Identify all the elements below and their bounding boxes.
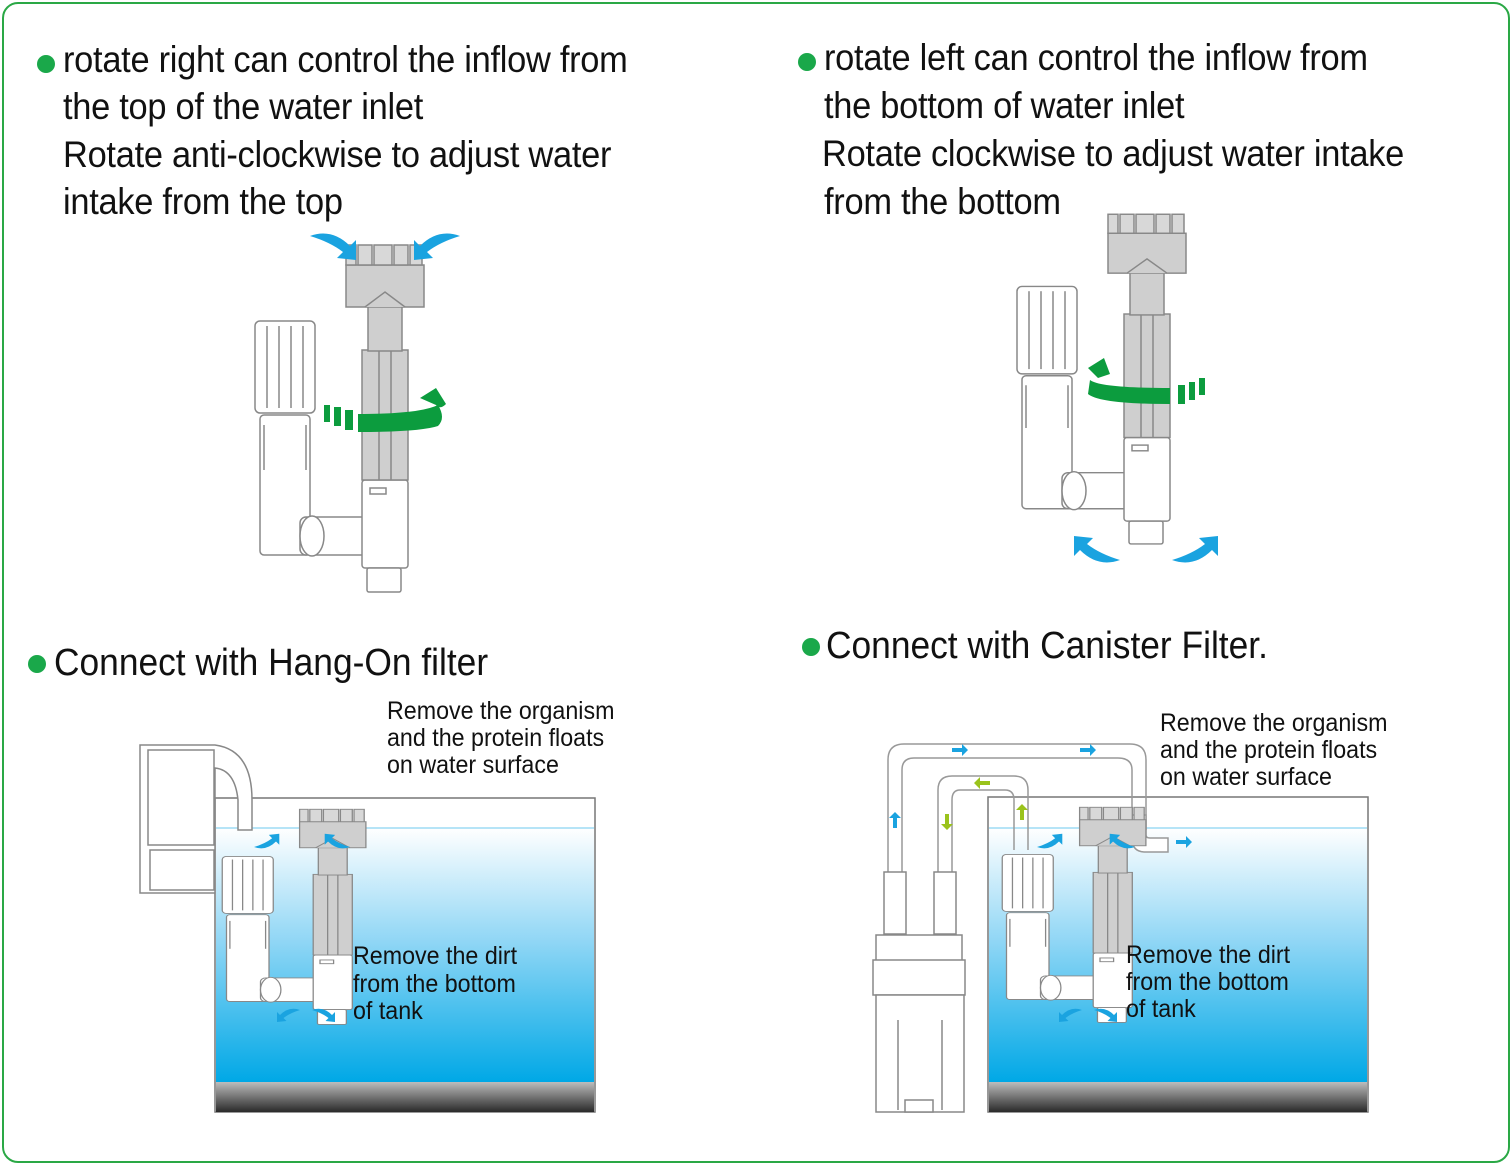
- bullet-icon: [37, 55, 55, 73]
- top-left-line-2: the top of the water inlet: [63, 86, 424, 127]
- hoses: [887, 743, 1147, 875]
- top-right-line-3: Rotate clockwise to adjust water intake: [822, 133, 1405, 174]
- top-left-line-1: rotate right can control the inflow from: [63, 39, 628, 80]
- skimmer-bottom-intake-illustration: [1016, 213, 1218, 563]
- surface-label-line-2: and the protein floats: [1160, 736, 1378, 764]
- bullet-icon: [802, 638, 820, 656]
- canister-heading: Connect with Canister Filter.: [826, 625, 1268, 667]
- rotate-anticlockwise-arrow-icon: [324, 388, 446, 432]
- top-left-line-3: Rotate anti-clockwise to adjust water: [63, 134, 612, 175]
- inflow-arrow-icon: [1172, 536, 1218, 563]
- hang-on-filter-setup: [139, 744, 596, 1113]
- top-right-line-2: the bottom of water inlet: [824, 85, 1185, 126]
- bottom-label-line-1: Remove the dirt: [353, 942, 518, 970]
- surface-label-line-1: Remove the organism: [387, 697, 615, 725]
- canister-filter-setup: [872, 743, 1369, 1113]
- surface-label-line-3: on water surface: [387, 751, 559, 779]
- bottom-label-line-2: from the bottom: [1126, 968, 1289, 996]
- surface-label-line-2: and the protein floats: [387, 724, 605, 752]
- rotate-clockwise-arrow-icon: [1088, 358, 1205, 404]
- surface-label-line-1: Remove the organism: [1160, 709, 1388, 737]
- top-right-line-4: from the bottom: [824, 181, 1061, 222]
- inflow-arrow-icon: [310, 233, 356, 260]
- top-right-line-1: rotate left can control the inflow from: [824, 37, 1368, 78]
- skimmer-top-intake-illustration: [254, 233, 460, 593]
- top-left-line-4: intake from the top: [63, 181, 343, 222]
- bottom-label-line-3: of tank: [353, 997, 423, 1025]
- bottom-label-line-3: of tank: [1126, 995, 1196, 1023]
- bullet-icon: [28, 655, 46, 673]
- surface-label-line-3: on water surface: [1160, 763, 1332, 791]
- hang-on-heading: Connect with Hang-On filter: [54, 642, 489, 684]
- inflow-arrow-icon: [414, 233, 460, 260]
- bullet-icon: [798, 53, 816, 71]
- inflow-arrow-icon: [1074, 536, 1120, 563]
- canister-filter: [872, 871, 966, 1113]
- flow-arrow-icons: [889, 744, 1192, 848]
- bottom-label-line-1: Remove the dirt: [1126, 941, 1291, 969]
- hang-on-filter: [139, 744, 253, 894]
- bottom-label-line-2: from the bottom: [353, 970, 516, 998]
